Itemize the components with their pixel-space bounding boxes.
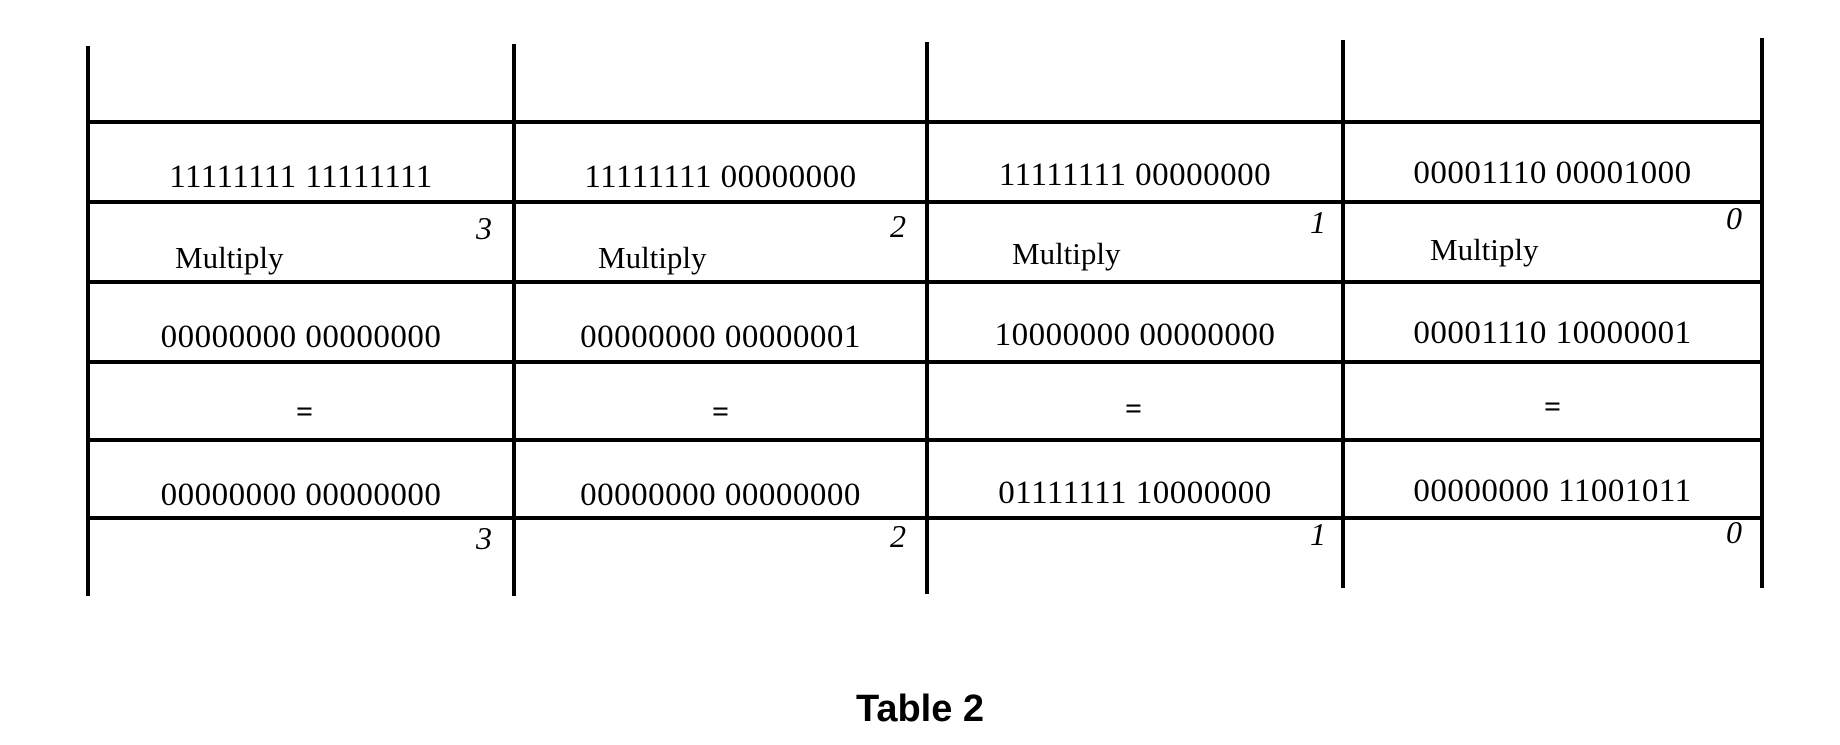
operand-a-value: 00001110 00001000 [1413,155,1692,191]
result-value: 00000000 00000000 [580,477,861,513]
result-value: 00000000 00000000 [160,477,442,513]
result-index: 1 [1310,516,1326,552]
result-cell: 00000000 11001011 [1345,438,1760,510]
operand-a-cell: 11111111 00000000 [516,124,925,196]
row-divider-6 [86,516,1764,520]
operation-label: Multiply [1430,232,1539,267]
result-index: 3 [476,520,492,556]
operation-index: 3 [476,210,492,246]
row-divider-5 [86,438,1764,442]
operand-b-cell: 10000000 00000000 [929,282,1341,354]
operation-label: Multiply [175,240,284,275]
operand-b-value: 00000000 00000001 [580,319,861,355]
row-divider-3 [86,280,1764,284]
result-index: 0 [1726,514,1742,550]
operation-index: 2 [890,208,906,244]
operand-b-value: 00000000 00000000 [160,319,442,355]
equals-sign: = [712,395,730,428]
column-divider-3 [1341,40,1345,588]
operation-index: 1 [1310,204,1326,240]
table-caption: Table 2 [855,688,985,730]
result-value: 00000000 11001011 [1413,473,1692,509]
column-divider-1 [512,44,516,596]
operand-a-value: 11111111 00000000 [998,157,1272,193]
column-divider-2 [925,42,929,594]
operation-label: Multiply [598,240,707,275]
row-divider-2 [86,200,1764,204]
row-divider-4 [86,360,1764,364]
operation-index: 0 [1726,200,1742,236]
operand-a-cell: 11111111 11111111 [90,124,512,196]
equals-sign: = [1544,390,1562,423]
result-cell: 00000000 00000000 [516,442,925,514]
row-divider-1 [86,120,1764,124]
operand-a-value: 11111111 00000000 [584,159,857,195]
operand-a-value: 11111111 11111111 [169,159,433,195]
result-cell: 01111111 10000000 [929,440,1341,512]
operation-label: Multiply [1012,236,1121,271]
result-cell: 00000000 00000000 [90,442,512,514]
operand-b-value: 10000000 00000000 [994,317,1276,353]
equals-sign: = [296,395,314,428]
equals-sign: = [1125,392,1143,425]
operand-b-cell: 00000000 00000001 [516,284,925,356]
table-border-right [1760,38,1764,588]
operand-b-value: 00001110 10000001 [1413,315,1692,351]
result-value: 01111111 10000000 [998,475,1272,511]
result-index: 2 [890,518,906,554]
operand-a-cell: 00001110 00001000 [1345,120,1760,192]
operand-b-cell: 00001110 10000001 [1345,280,1760,352]
operand-b-cell: 00000000 00000000 [90,284,512,356]
table-border-left [86,46,90,596]
operand-a-cell: 11111111 00000000 [929,122,1341,194]
